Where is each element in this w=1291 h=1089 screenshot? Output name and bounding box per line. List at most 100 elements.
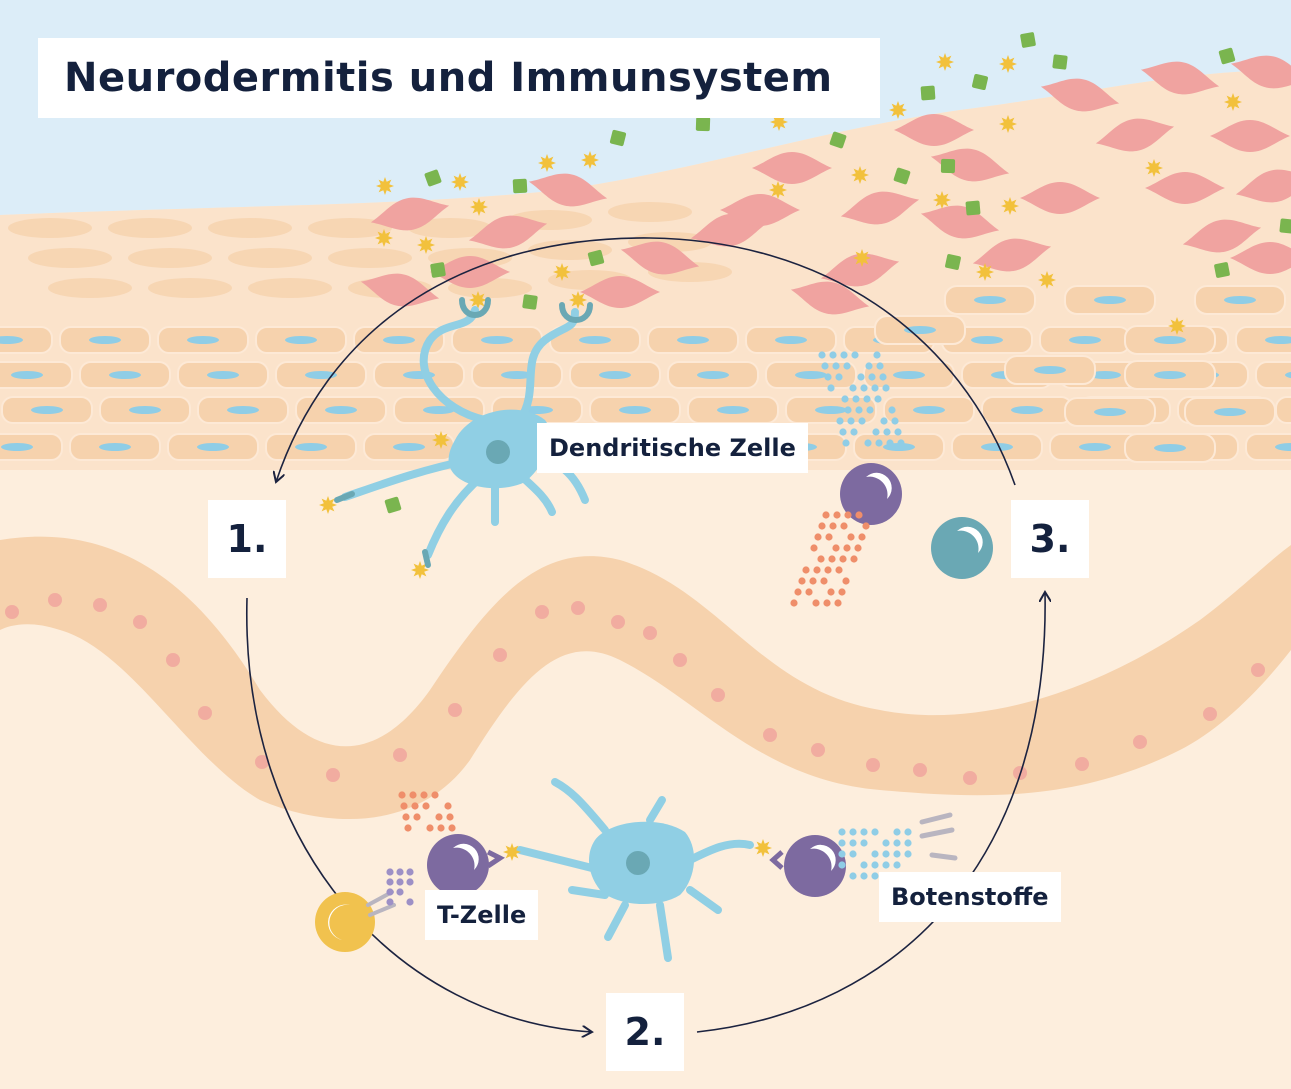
allergen-icon — [945, 254, 961, 270]
cell-nucleus — [1089, 371, 1121, 379]
allergen-star-icon — [851, 166, 869, 184]
allergen-icon — [587, 249, 605, 267]
messenger-dot — [855, 511, 863, 519]
messenger-dot — [842, 577, 850, 585]
messenger-dot — [832, 362, 840, 370]
messenger-dot — [893, 861, 901, 869]
basal-cell-nucleus — [866, 758, 880, 772]
messenger-dot — [844, 511, 852, 519]
messenger-dot — [854, 544, 862, 552]
inflamed-cells-layer — [360, 55, 1291, 315]
messenger-dot — [824, 373, 832, 381]
inflamed-cell — [790, 281, 870, 315]
messenger-dot — [422, 802, 430, 810]
skin-cell — [1275, 396, 1291, 424]
skin-cell-upper — [228, 248, 312, 268]
allergen-particles — [319, 32, 1291, 579]
allergen-icon — [695, 116, 711, 132]
messenger-dot — [844, 406, 852, 414]
skin-cells-layer — [0, 202, 1291, 463]
cell-nucleus — [197, 443, 229, 451]
messenger-dot — [888, 406, 896, 414]
cycle-arrow-top — [276, 237, 1016, 486]
messenger-dot — [865, 362, 873, 370]
messenger-dot — [835, 566, 843, 574]
skin-cell — [0, 326, 53, 354]
messenger-dot — [810, 544, 818, 552]
messenger-dot — [841, 395, 849, 403]
messenger-dot — [821, 362, 829, 370]
messenger-dot — [883, 428, 891, 436]
messenger-dot — [893, 850, 901, 858]
yellow-cell-icon — [315, 890, 396, 952]
messenger-dot — [860, 839, 868, 847]
allergen-star-icon — [976, 263, 994, 281]
allergen-star-icon — [1038, 271, 1056, 289]
allergen-star-icon — [1224, 93, 1242, 111]
skin-cell-upper — [408, 218, 492, 238]
skin-cell — [1235, 326, 1291, 354]
cell-nucleus — [1285, 371, 1291, 379]
cell-nucleus — [775, 336, 807, 344]
allergen-star-icon — [569, 291, 587, 309]
allergen-icon — [424, 169, 442, 187]
messenger-dot — [871, 861, 879, 869]
cell-nucleus — [0, 336, 23, 344]
allergen-star-icon — [1145, 159, 1163, 177]
messenger-dot — [849, 839, 857, 847]
basal-cell-nucleus — [1075, 757, 1089, 771]
cell-nucleus — [1154, 336, 1186, 344]
allergen-star-icon — [853, 249, 871, 267]
cell-nucleus — [1154, 444, 1186, 452]
basal-cell-nucleus — [643, 626, 657, 640]
messenger-dot — [825, 533, 833, 541]
messenger-dot — [814, 533, 822, 541]
messenger-dot — [829, 351, 837, 359]
messenger-dot — [802, 566, 810, 574]
messenger-receptors-icon — [919, 812, 958, 861]
antigen-star-icon — [754, 839, 772, 857]
basal-cell-nucleus — [535, 605, 549, 619]
messenger-dot — [897, 439, 905, 447]
allergen-star-icon — [581, 151, 599, 169]
basal-cell-nucleus — [611, 615, 625, 629]
basal-cell-nucleus — [493, 648, 507, 662]
cell-nucleus — [227, 406, 259, 414]
basal-cell-nucleus — [1203, 707, 1217, 721]
messenger-dot — [386, 898, 394, 906]
cell-nucleus — [383, 336, 415, 344]
messenger-dot — [437, 824, 445, 832]
messenger-dot — [444, 802, 452, 810]
basal-cell-nucleus — [326, 768, 340, 782]
cell-nucleus — [501, 371, 533, 379]
step-3-label: 3. — [1011, 500, 1089, 578]
allergen-icon — [430, 262, 446, 278]
messenger-dot — [850, 555, 858, 563]
t-cell-label: T-Zelle — [425, 890, 539, 940]
messenger-dot — [790, 599, 798, 607]
inflamed-cell — [1210, 120, 1290, 152]
messenger-dot — [818, 522, 826, 530]
allergen-icon — [1020, 32, 1036, 48]
basal-cell-nucleus — [255, 755, 269, 769]
basal-cell-nucleus — [133, 615, 147, 629]
messenger-dot — [852, 395, 860, 403]
cell-nucleus — [677, 336, 709, 344]
basal-cell-nucleus — [93, 598, 107, 612]
messenger-dot — [879, 373, 887, 381]
cell-nucleus — [305, 371, 337, 379]
skin-cell-upper — [28, 248, 112, 268]
cell-nucleus — [1094, 296, 1126, 304]
inflamed-cell — [1145, 172, 1225, 204]
messenger-dot — [827, 588, 835, 596]
inflamed-cell — [620, 241, 700, 275]
messenger-dot — [860, 384, 868, 392]
messenger-dot — [860, 828, 868, 836]
cell-nucleus — [1079, 443, 1111, 451]
messenger-dot — [871, 384, 879, 392]
teal-cell-icon — [931, 517, 993, 579]
messenger-dot — [822, 511, 830, 519]
cell-nucleus — [1214, 408, 1246, 416]
messenger-dot — [838, 828, 846, 836]
messenger-dot — [849, 872, 857, 880]
